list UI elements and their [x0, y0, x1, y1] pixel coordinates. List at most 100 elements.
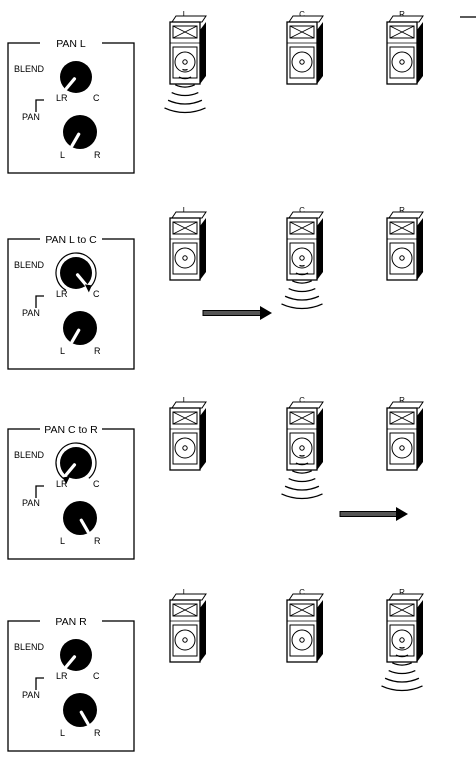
speaker-l: L — [169, 396, 207, 471]
lr-label: LR — [56, 289, 68, 299]
sound-wave — [295, 462, 309, 466]
pan-bracket — [35, 485, 44, 498]
speaker-side — [417, 600, 423, 662]
tweeter-cross-b — [389, 221, 415, 235]
tweeter-cross-b — [389, 411, 415, 425]
sound-wave — [292, 470, 312, 474]
tweeter-cross-b — [289, 603, 315, 617]
woofer-cap — [399, 59, 405, 65]
speaker-top — [288, 401, 324, 409]
woofer-cap — [399, 255, 405, 261]
title-gap — [40, 422, 102, 436]
blend-knob-pointer — [75, 273, 88, 287]
speaker-top — [288, 211, 324, 219]
tweeter-cross-b — [172, 25, 198, 39]
rotation-arrow — [55, 442, 97, 485]
tweeter-cross-b — [172, 411, 198, 425]
sound-waves — [381, 646, 423, 692]
sound-wave — [288, 287, 316, 293]
speaker-label: L — [183, 10, 188, 19]
speaker-label: C — [299, 206, 305, 215]
lr-label: LR — [56, 479, 68, 489]
pan-label: PAN — [22, 690, 40, 700]
sound-wave — [299, 454, 305, 457]
arrow-head — [260, 306, 272, 320]
sound-wave — [384, 677, 420, 683]
sound-wave — [392, 662, 412, 666]
speaker-top — [171, 15, 207, 23]
speaker-side — [317, 408, 323, 470]
speaker-top — [388, 401, 424, 409]
pan-knob-body — [63, 693, 97, 727]
arrow-shaft — [202, 310, 263, 316]
pan-label: PAN — [22, 308, 40, 318]
rotation-arrow — [55, 252, 97, 293]
sound-wave — [388, 669, 416, 675]
sound-waves — [281, 264, 323, 310]
blend-label: BLEND — [14, 260, 45, 270]
speaker-r: R — [386, 10, 424, 85]
blend-label: BLEND — [14, 64, 45, 74]
title-gap — [40, 36, 102, 50]
woofer-cap — [399, 637, 405, 643]
rotation-arrow-arc — [55, 252, 97, 291]
tweeter-cross-b — [172, 603, 198, 617]
speaker-c: C — [286, 10, 324, 85]
pan-knob-body — [63, 501, 97, 535]
c-label: C — [93, 479, 100, 489]
speaker-top — [288, 15, 324, 23]
c-label: C — [93, 93, 100, 103]
speaker-top — [388, 211, 424, 219]
sound-wave — [284, 485, 320, 491]
panel-title: PAN L to C — [45, 234, 97, 246]
pan-bracket — [35, 295, 44, 308]
lr-label: LR — [56, 93, 68, 103]
movement-arrow — [202, 306, 272, 320]
speaker-l: L — [169, 10, 207, 85]
arrow-shaft — [339, 511, 399, 517]
speaker-top — [171, 211, 207, 219]
l-label: L — [60, 150, 65, 160]
r-label: R — [94, 150, 101, 160]
blend-label: BLEND — [14, 642, 45, 652]
blend-knob — [60, 447, 92, 479]
sound-wave — [292, 280, 312, 284]
pan-knob-pointer — [70, 328, 81, 344]
speaker-c: C — [286, 588, 324, 663]
blend-knob — [60, 257, 92, 289]
pan-knob — [63, 115, 97, 149]
blend-knob-pointer — [64, 77, 77, 91]
pan-knob-body — [63, 115, 97, 149]
sound-wave — [284, 295, 320, 301]
pan-knob-body — [63, 311, 97, 345]
pan-knob-pointer — [79, 710, 90, 726]
speaker-label: L — [183, 396, 188, 405]
speaker-top — [171, 401, 207, 409]
speaker-top — [388, 15, 424, 23]
rotation-arrow-head — [84, 284, 92, 293]
panel-title: PAN L — [56, 38, 86, 50]
pan-knob — [63, 693, 97, 727]
speaker-r: R — [386, 396, 424, 471]
pan-knob-pointer — [79, 518, 90, 534]
panel-title: PAN C to R — [44, 424, 98, 436]
blend-label: BLEND — [14, 450, 45, 460]
speaker-label: R — [399, 10, 405, 19]
speaker-top — [288, 593, 324, 601]
speaker-side — [417, 218, 423, 280]
speaker-side — [417, 408, 423, 470]
pan-knob — [63, 501, 97, 535]
woofer-cap — [182, 637, 188, 643]
sound-wave — [182, 68, 188, 71]
sound-wave — [178, 76, 192, 80]
sound-wave — [281, 493, 323, 500]
tweeter-cross-b — [389, 25, 415, 39]
pan-knob-pointer — [70, 132, 81, 148]
woofer-cap — [182, 445, 188, 451]
